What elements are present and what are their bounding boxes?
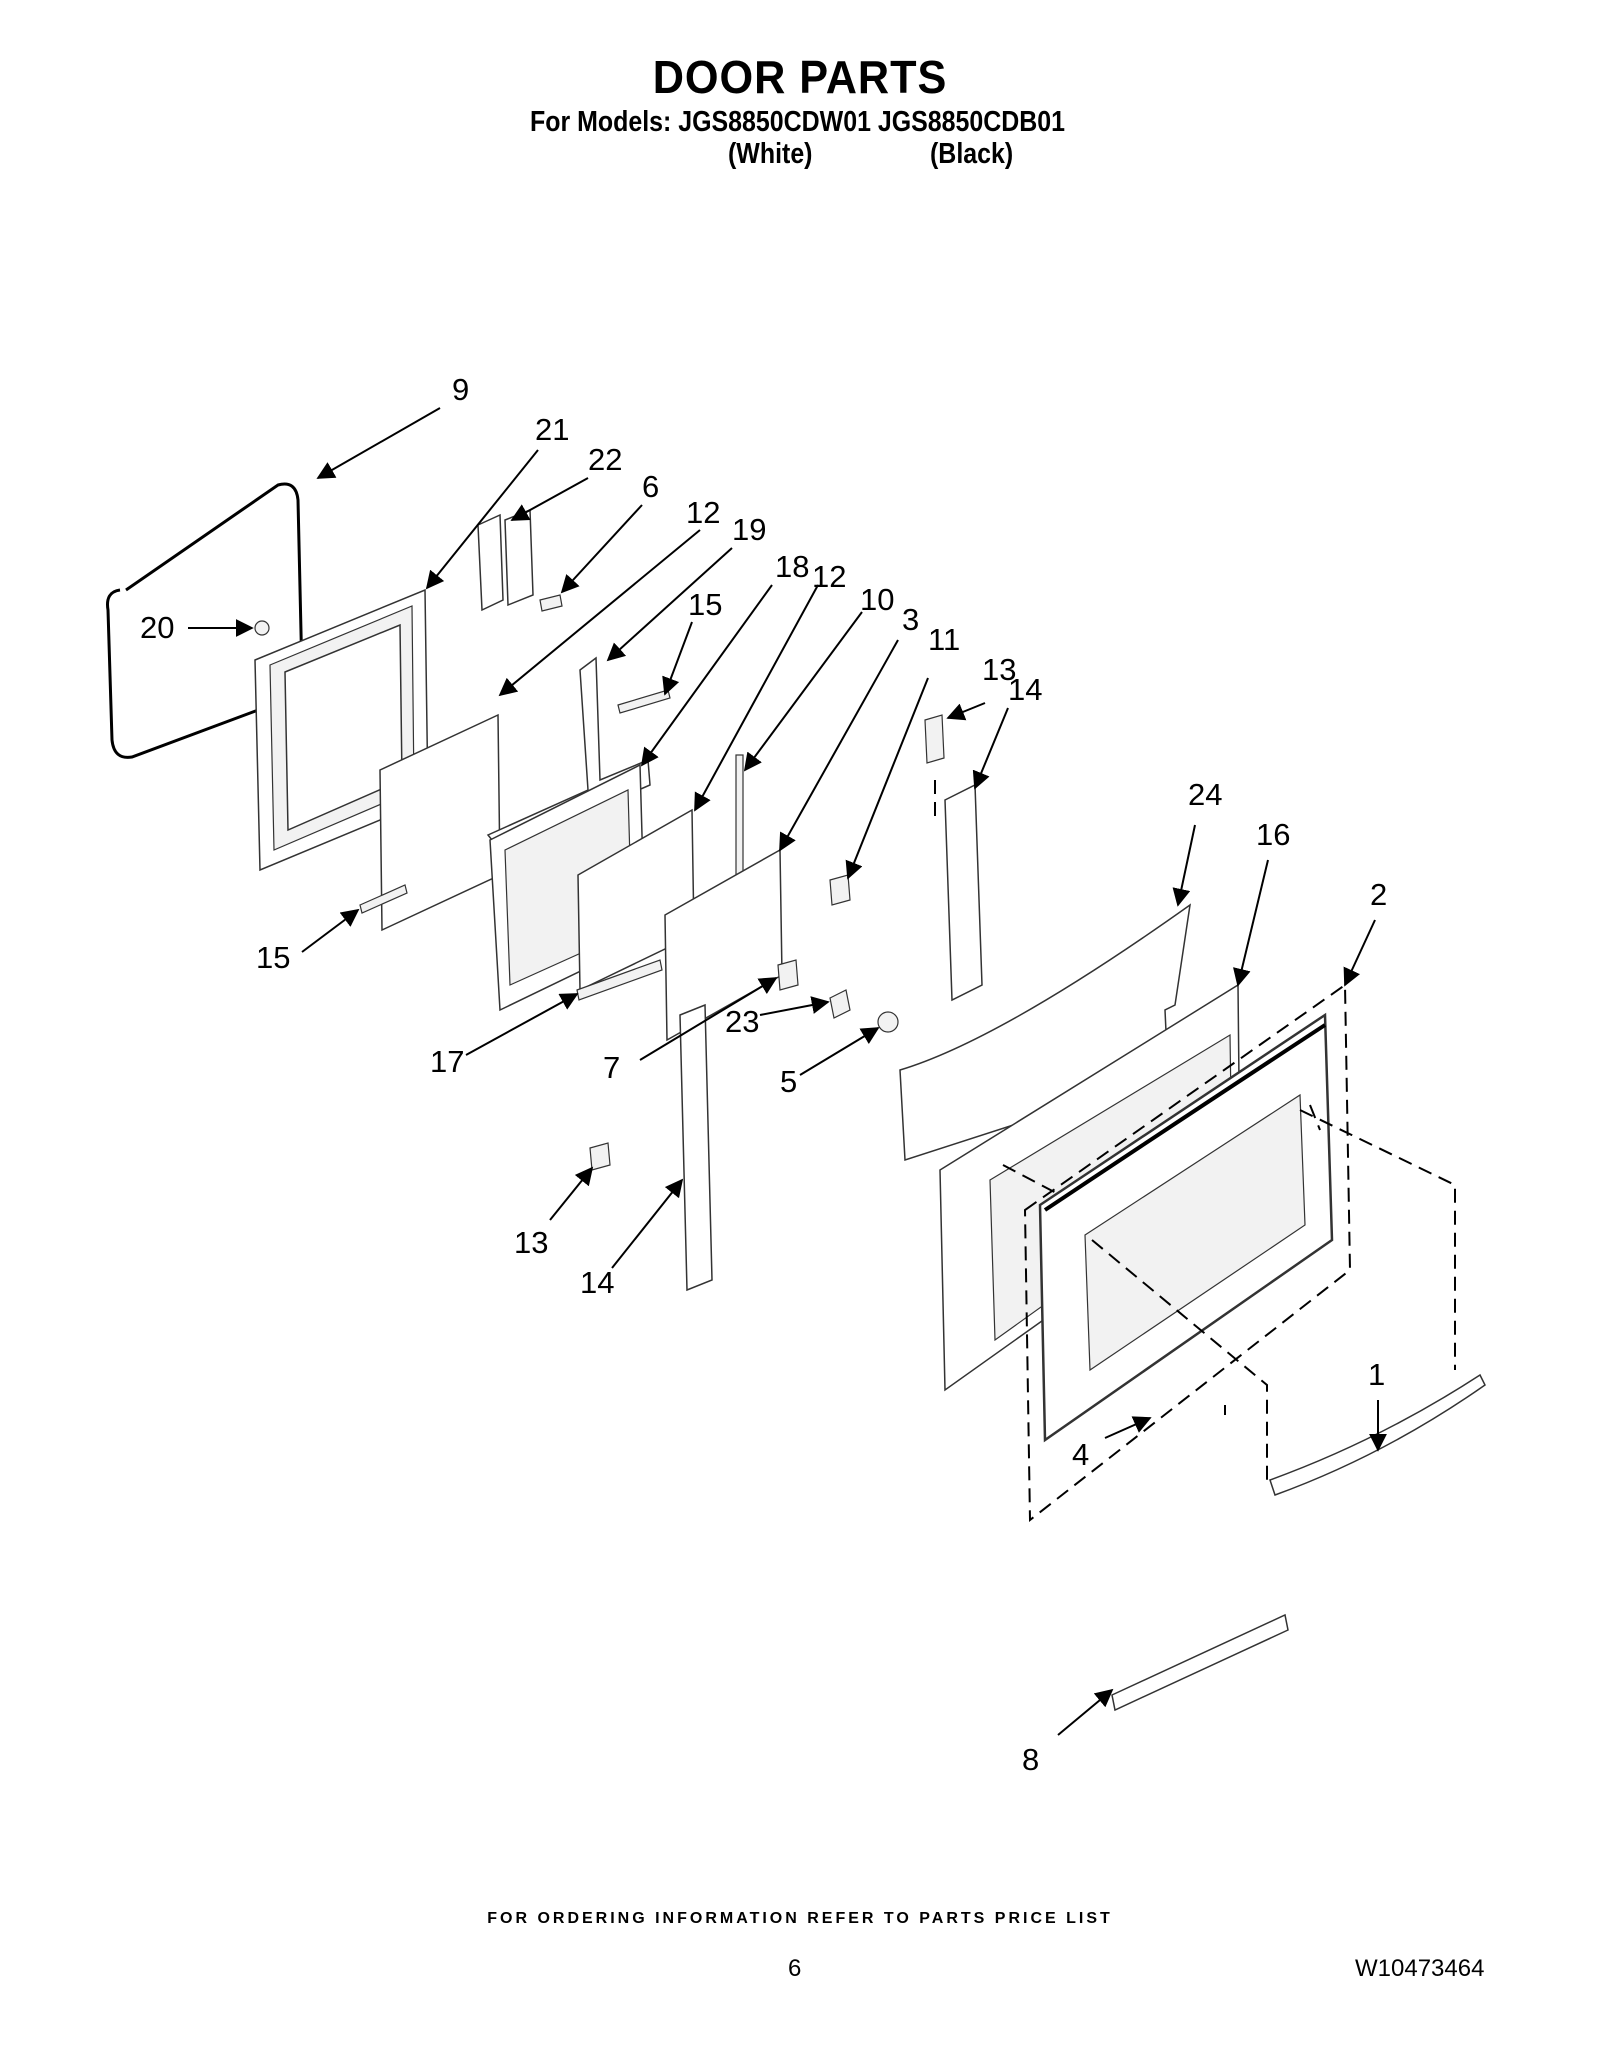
part-bracket-lower — [359, 884, 408, 914]
callout-15-lower: 15 — [256, 940, 290, 975]
callout-8: 8 — [1022, 1742, 1039, 1777]
callout-14-lower: 14 — [580, 1265, 614, 1300]
part-washer — [877, 1011, 899, 1033]
callout-10: 10 — [860, 582, 894, 617]
part-clip — [254, 620, 270, 636]
leader-arrows — [188, 407, 1387, 1736]
part-bottom-trim — [1111, 1613, 1289, 1712]
callout-20: 20 — [140, 610, 174, 645]
callout-15-upper: 15 — [688, 587, 722, 622]
part-hinge-upper — [944, 783, 983, 1002]
callout-11: 11 — [928, 622, 960, 657]
callout-7: 7 — [603, 1050, 620, 1085]
part-screw-6 — [539, 594, 563, 612]
callout-9: 9 — [452, 372, 469, 407]
callout-6: 6 — [642, 469, 659, 504]
callout-14-upper: 14 — [1008, 672, 1042, 707]
variant-white-label: (White) — [728, 138, 813, 170]
part-screw-11 — [829, 874, 851, 906]
variant-black-label: (Black) — [930, 138, 1014, 170]
part-door-glass-front — [1038, 1012, 1334, 1443]
part-insulation — [899, 903, 1192, 1162]
part-nut — [829, 989, 851, 1019]
page-number: 6 — [788, 1955, 802, 1982]
models-line: For Models: JGS8850CDW01 JGS8850CDB01 — [530, 106, 1066, 138]
part-hinge-receptacle — [477, 508, 534, 612]
part-hinge-lower — [679, 1003, 713, 1292]
part-bracket-upper — [617, 689, 671, 714]
callout-12-b: 12 — [812, 559, 846, 594]
callout-labels: 9 21 22 6 12 19 18 12 10 3 11 15 13 14 2… — [140, 372, 1387, 1777]
callout-17: 17 — [430, 1044, 464, 1079]
callout-12-a: 12 — [686, 495, 720, 530]
document-code: W10473464 — [1355, 1955, 1485, 1982]
page-title: DOOR PARTS — [652, 51, 948, 103]
callout-13-lower: 13 — [514, 1225, 548, 1260]
callout-19: 19 — [732, 512, 766, 547]
callout-16: 16 — [1256, 817, 1290, 852]
callout-1: 1 — [1368, 1357, 1385, 1392]
callout-23: 23 — [725, 1004, 759, 1039]
part-screw-7 — [777, 959, 799, 991]
part-screw-13-lower — [589, 1142, 611, 1171]
callout-2: 2 — [1370, 877, 1387, 912]
callout-4: 4 — [1072, 1437, 1089, 1472]
callout-24: 24 — [1188, 777, 1222, 812]
callout-13-upper: 13 — [982, 652, 1016, 687]
ordering-note: FOR ORDERING INFORMATION REFER TO PARTS … — [487, 1910, 1113, 1927]
part-screw-13-upper — [924, 714, 945, 764]
callout-5: 5 — [780, 1064, 797, 1099]
callout-3: 3 — [902, 602, 919, 637]
callout-21: 21 — [535, 412, 569, 447]
callout-22: 22 — [588, 442, 622, 477]
callout-18: 18 — [775, 549, 809, 584]
